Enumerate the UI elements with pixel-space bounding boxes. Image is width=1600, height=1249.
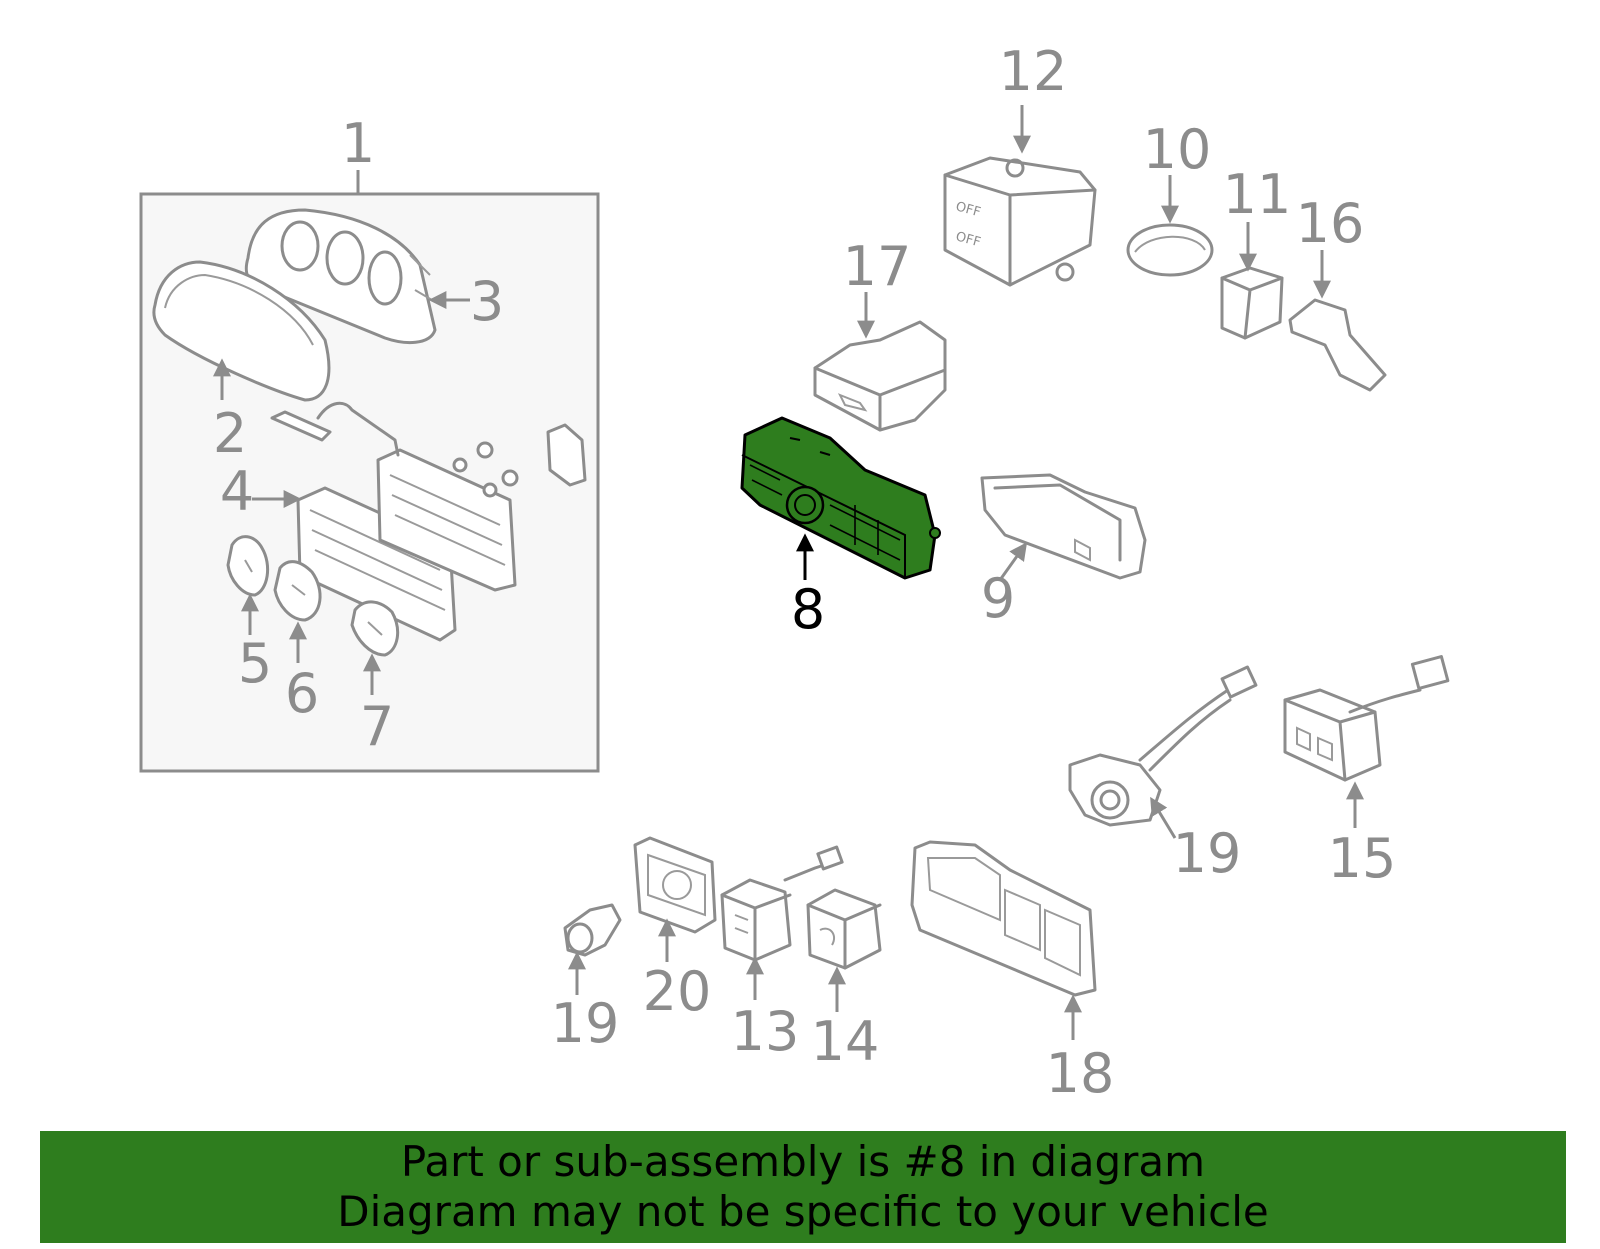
part-8-climate-control-panel[interactable] bbox=[740, 416, 941, 580]
info-banner: Part or sub-assembly is #8 in diagram Di… bbox=[40, 1131, 1566, 1243]
part-20-bezel[interactable] bbox=[633, 836, 717, 934]
label-19-right: 19 bbox=[1173, 822, 1242, 885]
label-20: 20 bbox=[643, 960, 712, 1023]
label-13: 13 bbox=[731, 1000, 800, 1063]
label-4: 4 bbox=[220, 460, 254, 523]
label-8: 8 bbox=[791, 578, 825, 641]
part-9-switch-bezel[interactable] bbox=[980, 473, 1147, 580]
small-cluster-parts bbox=[270, 401, 587, 498]
part-18-switch-panel[interactable] bbox=[910, 840, 1097, 997]
label-14: 14 bbox=[811, 1010, 880, 1073]
part-2-lens[interactable] bbox=[152, 260, 331, 402]
part-7-gauge[interactable] bbox=[350, 600, 400, 657]
label-12: 12 bbox=[999, 40, 1068, 103]
leader-arrows bbox=[213, 105, 1364, 1040]
part-19-plug-left[interactable] bbox=[563, 903, 622, 957]
part-16-sensor[interactable] bbox=[1288, 298, 1387, 392]
label-17: 17 bbox=[843, 235, 912, 298]
label-15: 15 bbox=[1328, 827, 1397, 890]
label-1: 1 bbox=[341, 112, 375, 175]
part-12-control-unit[interactable]: OFF OFF bbox=[943, 156, 1097, 287]
part-5-gauge[interactable] bbox=[226, 535, 270, 597]
part-15-switch[interactable] bbox=[1283, 655, 1450, 782]
part-12-off-text: OFF bbox=[954, 199, 982, 220]
banner-line-2: Diagram may not be specific to your vehi… bbox=[337, 1187, 1269, 1236]
label-9: 9 bbox=[981, 567, 1015, 630]
label-2: 2 bbox=[213, 402, 247, 465]
part-4-circuit-board[interactable] bbox=[296, 448, 517, 642]
label-11: 11 bbox=[1223, 163, 1292, 226]
label-3: 3 bbox=[470, 270, 504, 333]
label-10: 10 bbox=[1143, 118, 1212, 181]
part-17-module[interactable] bbox=[813, 320, 947, 432]
label-16: 16 bbox=[1296, 192, 1365, 255]
part-12-off-text-2: OFF bbox=[954, 229, 982, 250]
part-14-switch[interactable] bbox=[806, 888, 882, 970]
label-7: 7 bbox=[360, 695, 394, 758]
label-18: 18 bbox=[1046, 1042, 1115, 1105]
part-13-switch[interactable] bbox=[720, 845, 844, 962]
part-10-cover[interactable] bbox=[1126, 223, 1214, 277]
label-19-left: 19 bbox=[551, 992, 620, 1055]
parts-diagram: OFF OFF bbox=[139, 40, 1450, 1105]
part-11-switch[interactable] bbox=[1220, 266, 1284, 340]
part-6-gauge[interactable] bbox=[273, 560, 322, 622]
label-6: 6 bbox=[285, 662, 319, 725]
callout-labels: 1 2 3 4 5 6 7 8 9 10 11 12 13 14 15 16 1… bbox=[213, 40, 1397, 1105]
label-5: 5 bbox=[238, 632, 272, 695]
part-19-switch-right[interactable] bbox=[1068, 665, 1258, 827]
banner-line-1: Part or sub-assembly is #8 in diagram bbox=[400, 1137, 1206, 1186]
